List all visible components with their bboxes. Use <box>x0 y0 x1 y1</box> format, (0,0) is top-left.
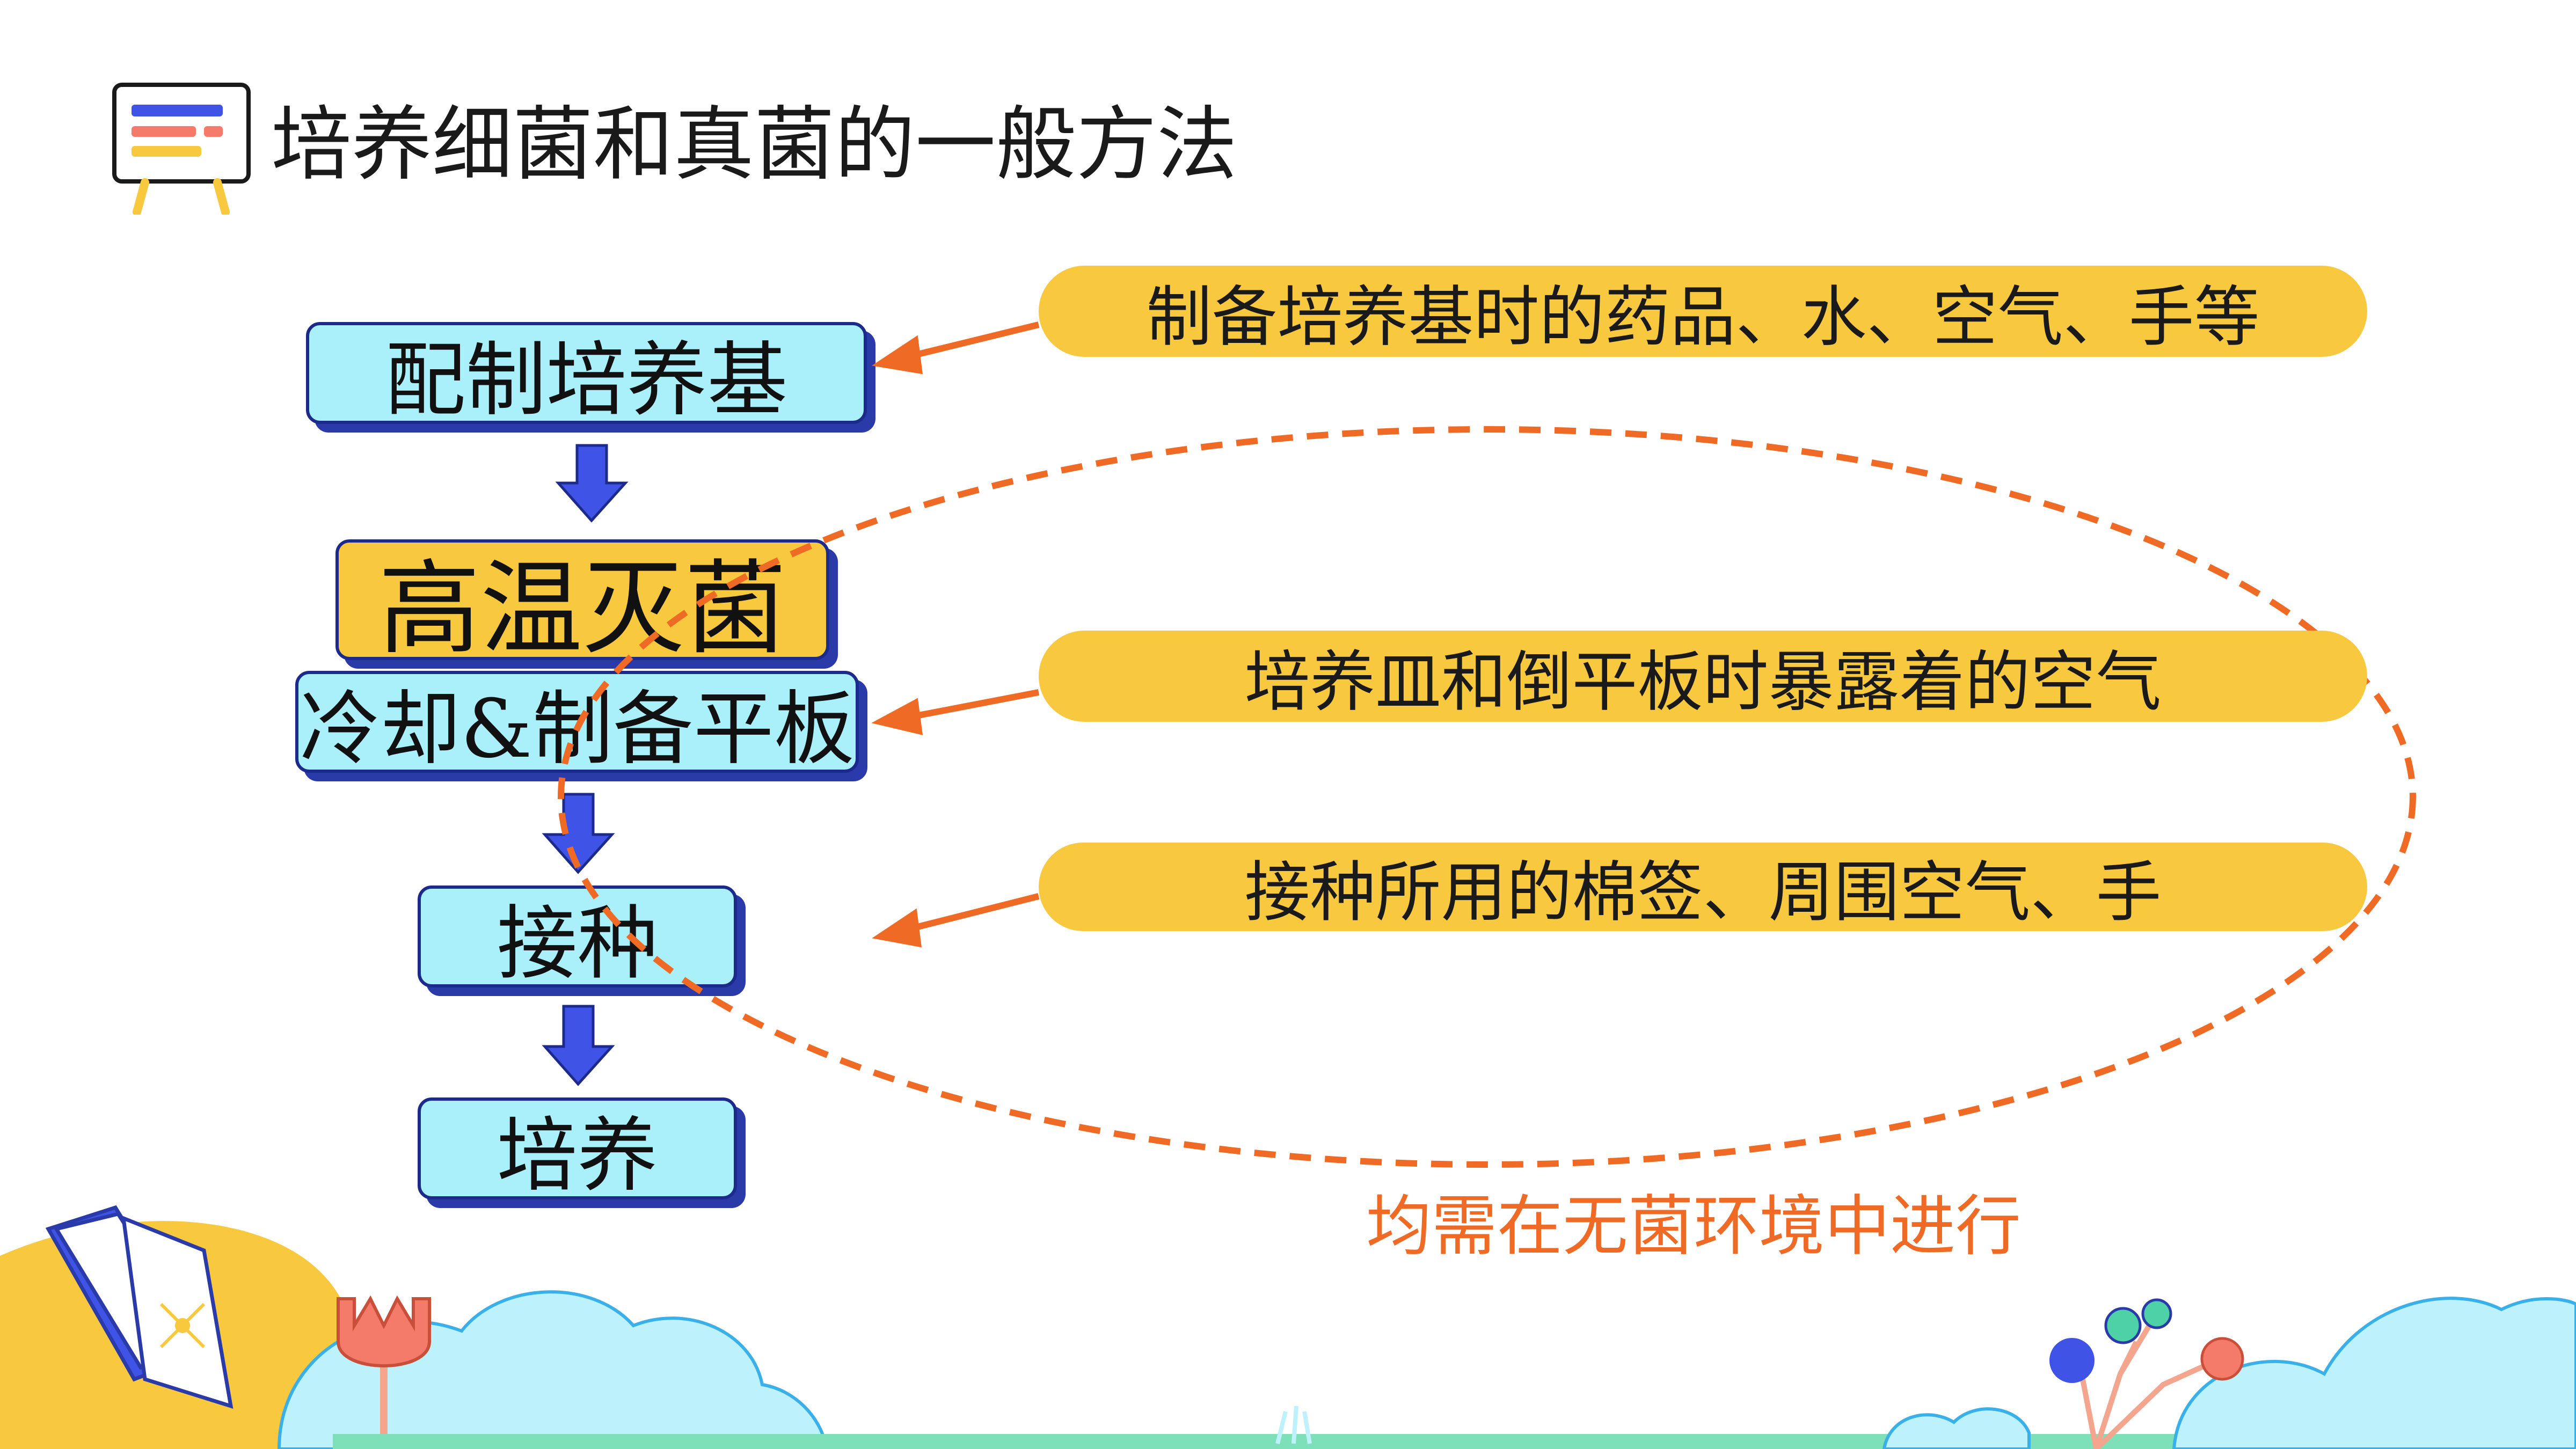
step-culture: 培养 <box>418 1097 737 1203</box>
pointer-arrow-icon <box>906 689 1040 721</box>
grass-tuft <box>1275 1406 1312 1444</box>
flower-decoration <box>337 1295 431 1449</box>
open-book-decoration <box>45 1205 233 1409</box>
sterile-zone-dashed-ellipse <box>558 426 2416 1168</box>
pointer-arrow-icon <box>906 893 1040 933</box>
note-medium-contamination: 制备培养基时的药品、水、空气、手等 <box>1039 266 2367 357</box>
down-arrow-icon <box>542 1005 615 1086</box>
sterile-environment-caption: 均需在无菌环境中进行 <box>1366 1188 2021 1264</box>
note-plate-contamination: 培养皿和倒平板时暴露着的空气 <box>1039 631 2367 722</box>
step-prepare-medium: 配制培养基 <box>306 322 867 427</box>
presentation-board-icon <box>112 83 251 215</box>
note-inoculation-contamination: 接种所用的棉签、周围空气、手 <box>1039 843 2367 931</box>
balloon-tree-decoration <box>2049 1298 2244 1449</box>
down-arrow-icon <box>542 793 615 874</box>
slide-title: 培养细菌和真菌的一般方法 <box>271 98 1238 192</box>
step-inoculate: 接种 <box>418 885 737 991</box>
down-arrow-icon <box>555 444 629 523</box>
pointer-arrow-icon <box>906 321 1040 360</box>
step-high-temp-sterilize: 高温灭菌 <box>335 539 829 668</box>
right-clouds <box>1882 1297 2576 1449</box>
